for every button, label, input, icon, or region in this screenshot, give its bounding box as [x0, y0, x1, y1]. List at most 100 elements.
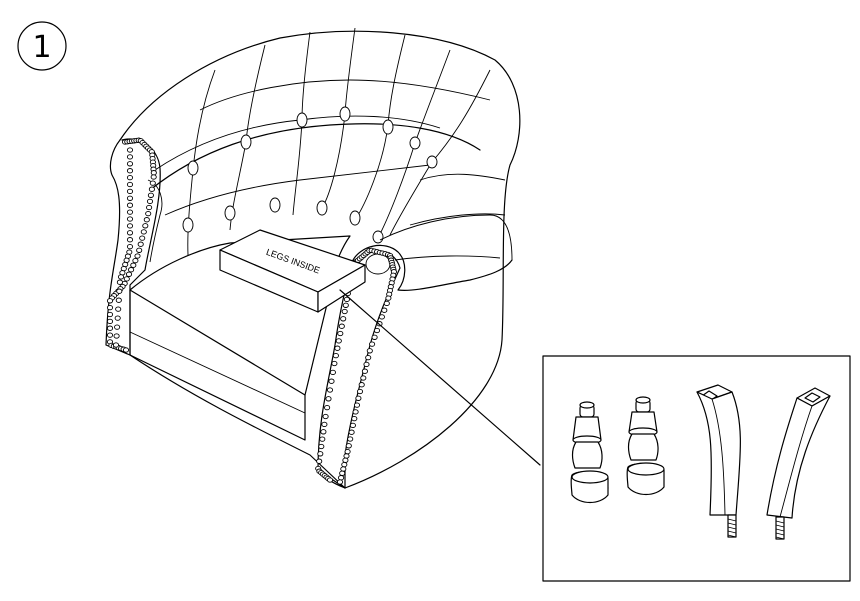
- nailhead: [326, 387, 334, 393]
- nailhead: [106, 318, 114, 325]
- nailhead: [115, 306, 122, 312]
- nailhead: [324, 404, 331, 411]
- nailhead: [338, 323, 345, 329]
- nailhead: [321, 421, 328, 428]
- detail-leader-line: [339, 289, 541, 466]
- nailhead: [136, 247, 143, 253]
- nailhead: [366, 348, 373, 354]
- seat-front-seam: [129, 331, 306, 414]
- nailhead: [360, 375, 367, 381]
- nailhead: [126, 223, 134, 229]
- nailhead: [339, 470, 346, 476]
- nailhead: [106, 332, 114, 338]
- nailhead: [122, 347, 130, 353]
- nailhead: [331, 360, 338, 367]
- nailhead: [123, 257, 130, 263]
- nailhead: [373, 327, 381, 334]
- nailhead: [126, 202, 134, 208]
- nailhead: [348, 429, 355, 435]
- nailhead: [369, 341, 376, 347]
- nailhead: [340, 466, 347, 472]
- nailhead: [137, 241, 144, 247]
- nailhead: [317, 451, 324, 457]
- left-arm-roll-curve: [147, 179, 163, 263]
- nailhead: [126, 174, 134, 181]
- nailhead: [332, 352, 339, 359]
- nailhead: [126, 188, 134, 195]
- nailhead: [126, 147, 134, 153]
- tuft-buttons: [182, 106, 438, 244]
- nailhead: [143, 217, 150, 223]
- nailhead: [126, 195, 134, 201]
- nailhead: [343, 453, 350, 459]
- nailhead: [371, 334, 378, 340]
- nailhead: [319, 436, 326, 442]
- nailhead: [145, 210, 152, 217]
- nailhead: [128, 267, 135, 273]
- step-number: 1: [32, 30, 51, 65]
- nailhead: [126, 161, 134, 167]
- bun-foot-2: [626, 396, 665, 496]
- nailhead: [341, 461, 348, 468]
- nailhead: [335, 338, 342, 344]
- chair-back-inner: [149, 123, 481, 191]
- nailhead: [115, 297, 122, 303]
- nailhead: [318, 443, 325, 450]
- nailhead: [342, 457, 349, 463]
- nailhead: [341, 308, 348, 315]
- nailhead: [352, 409, 359, 415]
- nailhead: [146, 204, 153, 211]
- nailhead: [116, 279, 123, 285]
- nailhead: [106, 311, 114, 318]
- nailhead: [123, 276, 130, 282]
- right-arm-scroll: [351, 244, 513, 291]
- nailhead: [150, 174, 157, 180]
- nailhead: [126, 209, 134, 215]
- armchair: LEGS INSIDE: [105, 27, 521, 489]
- nailhead: [358, 382, 365, 388]
- nailhead: [349, 422, 356, 429]
- nailhead: [150, 170, 157, 176]
- nailhead: [383, 300, 390, 307]
- nailhead: [117, 274, 125, 280]
- nailhead: [126, 230, 134, 236]
- step-circle: [17, 21, 67, 71]
- nailhead: [125, 271, 133, 277]
- nailhead: [336, 479, 344, 485]
- nailhead: [126, 181, 134, 188]
- chair-skirt: [129, 354, 346, 489]
- nailhead: [326, 477, 334, 483]
- nailhead: [132, 257, 139, 264]
- nailhead: [378, 314, 385, 320]
- bun-foot-1: [570, 401, 609, 504]
- nailhead: [316, 458, 323, 464]
- nailhead: [334, 345, 341, 351]
- nailhead: [139, 235, 146, 241]
- nailhead: [376, 321, 383, 327]
- nailhead: [140, 229, 147, 235]
- nailhead: [114, 315, 121, 321]
- nailhead: [342, 302, 349, 308]
- nailhead: [365, 354, 372, 361]
- legs-box-side: [317, 264, 366, 313]
- nailhead: [120, 265, 127, 272]
- nailhead: [338, 475, 345, 481]
- nailhead: [345, 443, 352, 449]
- nailhead: [147, 192, 154, 198]
- nailhead: [112, 342, 120, 348]
- nailhead-trim-right: [315, 247, 397, 485]
- nailhead: [356, 388, 364, 395]
- nailhead: [113, 333, 120, 339]
- nailhead: [148, 186, 155, 192]
- nailhead: [351, 415, 358, 422]
- nailhead: [347, 436, 354, 442]
- detail-box: [542, 355, 851, 582]
- nailhead: [325, 396, 332, 402]
- nailhead: [343, 296, 350, 303]
- nailhead: [320, 429, 327, 435]
- nailhead: [126, 154, 134, 160]
- nailhead: [106, 304, 114, 311]
- nailhead: [353, 402, 361, 408]
- nailhead: [149, 180, 156, 186]
- nailhead: [126, 243, 134, 250]
